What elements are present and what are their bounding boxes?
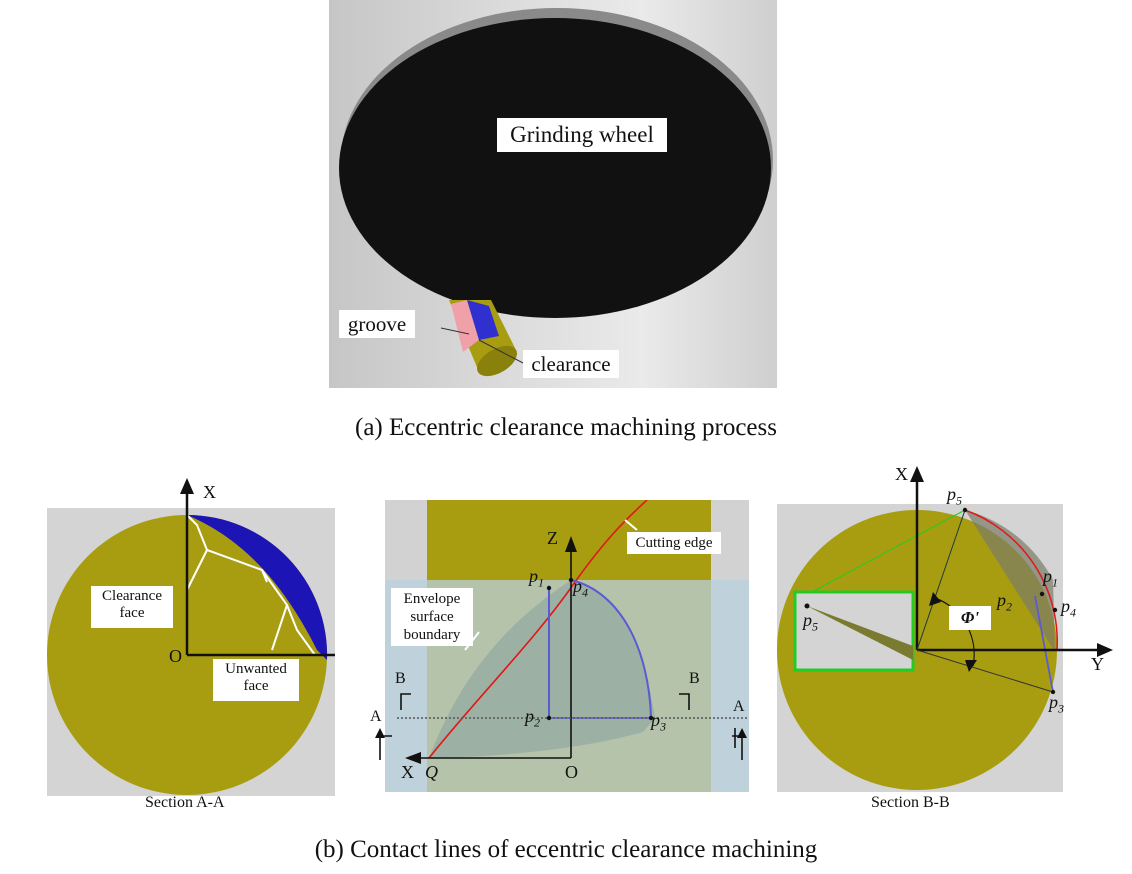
p5-label-b: p5 — [947, 484, 962, 509]
section-a-a-label: Section A-A — [145, 794, 225, 810]
p3-label-b: p3 — [1049, 692, 1064, 717]
caption-b: (b) Contact lines of eccentric clearance… — [314, 836, 818, 863]
p5-inset-sub: 5 — [812, 619, 818, 634]
p5-inset-letter: p — [803, 610, 812, 630]
p2-sub: 2 — [534, 715, 540, 730]
cutting-edge-label: Cutting edge — [627, 532, 721, 554]
p3-label-mid: p3 — [651, 710, 666, 735]
p4-letter-b: p — [1061, 596, 1070, 616]
panel-b-side-view: Z X Q O Cutting edge Envelope surface bo… — [385, 500, 749, 792]
clearance-face-text-2: face — [119, 605, 145, 622]
envelope-boundary-label: Envelope surface boundary — [391, 588, 473, 646]
cutting-edge-curve — [428, 500, 648, 759]
p2-label-mid: p2 — [525, 706, 540, 731]
axis-x-label-a: X — [203, 482, 216, 502]
p3-letter-b: p — [1049, 692, 1058, 712]
axis-z-label-mid: Z — [547, 528, 558, 548]
p2-letter: p — [525, 706, 534, 726]
p4-sub-b: 4 — [1070, 605, 1076, 620]
inset-zoom-box — [793, 590, 915, 672]
clearance-region-a — [187, 515, 328, 660]
p4-label-mid: p4 — [573, 576, 588, 601]
axis-y-label-b: Y — [1091, 654, 1104, 674]
origin-label-a: O — [169, 646, 182, 666]
unwanted-face-text-2: face — [243, 678, 269, 695]
p5-sub: 5 — [956, 493, 962, 508]
panel-b-section-b-b: X Y Φ' p5 p1 p2 p4 p3 p5 Section B-B — [777, 460, 1132, 820]
section-a-left-marker — [375, 728, 392, 760]
section-a-left-label: A — [370, 708, 382, 725]
axis-x-label-mid: X — [401, 762, 414, 782]
clearance-face-label: Clearance face — [91, 586, 173, 628]
p1-sub-b: 1 — [1052, 575, 1058, 590]
clearance-face-text-1: Clearance — [102, 588, 162, 604]
panel-a-machining-process: Grinding wheel groove clearance — [329, 0, 777, 388]
p2-label-b: p2 — [997, 590, 1012, 615]
end-mill-tool — [440, 300, 526, 377]
axis-x-label-b: X — [895, 464, 908, 484]
panel-b-section-a-a: X Y O Clearance face Unwanted face Secti… — [47, 470, 335, 810]
envelope-text-3: boundary — [403, 627, 461, 643]
p1-sub: 1 — [538, 575, 544, 590]
section-b-b-label: Section B-B — [871, 794, 950, 811]
envelope-surface — [429, 580, 655, 758]
p3-sub-b: 3 — [1058, 701, 1064, 716]
contact-line — [570, 579, 652, 719]
section-a-right-label: A — [733, 698, 745, 715]
section-a-right-marker — [732, 728, 747, 760]
groove-label: groove — [339, 310, 415, 338]
phi-label: Φ' — [949, 606, 991, 630]
grinding-wheel — [339, 18, 771, 318]
p5-inset-label: p5 — [803, 610, 818, 635]
p5-letter: p — [947, 484, 956, 504]
p1-letter: p — [529, 566, 538, 586]
p1-label-mid: p1 — [529, 566, 544, 591]
p3-letter: p — [651, 710, 660, 730]
q-label: Q — [425, 762, 438, 782]
clearance-face — [467, 300, 499, 340]
caption-a: (a) Eccentric clearance machining proces… — [355, 414, 777, 441]
origin-label-mid: O — [565, 762, 578, 782]
p2-letter-b: p — [997, 590, 1006, 610]
p3-sub: 3 — [660, 719, 666, 734]
p2-sub-b: 2 — [1006, 599, 1012, 614]
grinding-wheel-label: Grinding wheel — [497, 118, 667, 152]
p4-label-b: p4 — [1061, 596, 1076, 621]
unwanted-face-text-1: Unwanted — [225, 661, 287, 677]
p4-letter: p — [573, 576, 582, 596]
groove-face — [451, 300, 479, 352]
p4-sub: 4 — [582, 585, 588, 600]
clearance-label: clearance — [523, 350, 619, 378]
p1-label-b: p1 — [1043, 566, 1058, 591]
section-b-left-label: B — [395, 670, 406, 687]
p1-letter-b: p — [1043, 566, 1052, 586]
unwanted-face-label: Unwanted face — [213, 659, 299, 701]
envelope-text-2: surface — [410, 609, 454, 625]
envelope-text-1: Envelope — [403, 591, 461, 607]
panel-a-illustration — [339, 8, 773, 377]
section-b-right-label: B — [689, 670, 700, 687]
